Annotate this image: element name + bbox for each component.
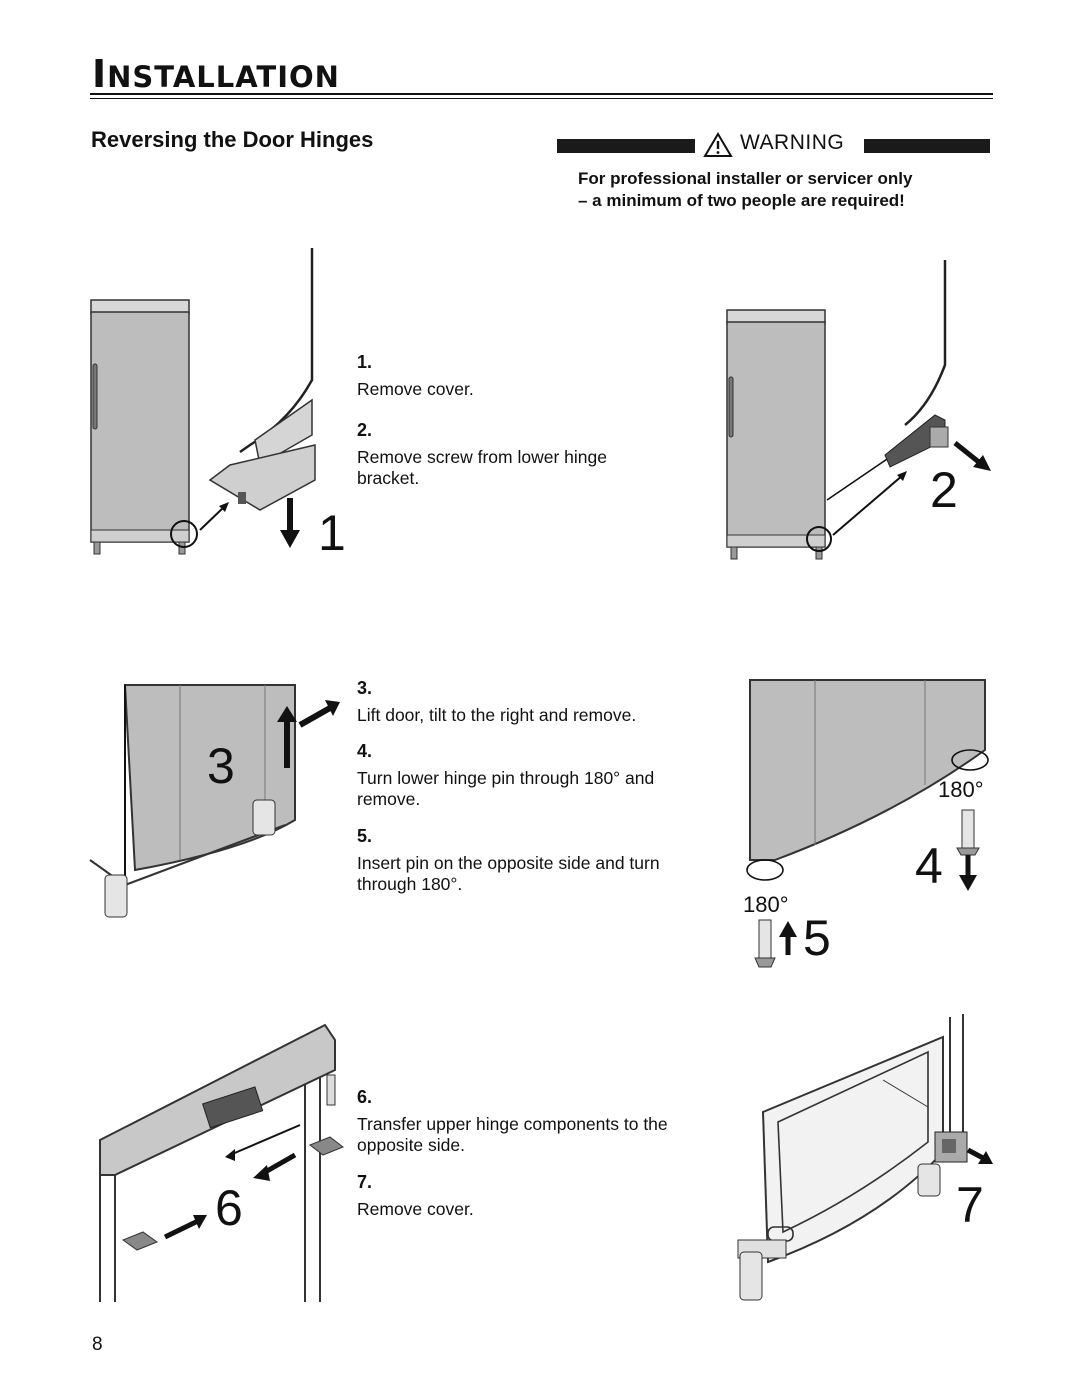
warning-bar-left [557, 139, 695, 153]
step-text: Remove cover. [357, 379, 474, 399]
step-3: 3. Lift door, tilt to the right and remo… [357, 678, 702, 726]
warning-bar: WARNING [557, 131, 990, 157]
warning-note: For professional installer or servicer o… [578, 168, 978, 212]
step-text: Turn lower hinge pin through 180° and re… [357, 768, 655, 809]
step-number: 1. [357, 352, 373, 372]
warning-triangle-icon [703, 132, 733, 158]
step-6: 6. Transfer upper hinge components to th… [357, 1087, 702, 1156]
figure-1-label: 1 [318, 505, 346, 561]
figure-7-remove-cover: 7 [737, 1014, 993, 1301]
step-number: 2. [357, 420, 373, 440]
figure-3-label: 3 [207, 738, 235, 794]
step-number: 5. [357, 826, 373, 846]
step-number: 6. [357, 1087, 373, 1107]
step-text: Remove cover. [357, 1199, 474, 1219]
step-text: Transfer upper hinge components to the o… [357, 1114, 668, 1155]
step-2: 2. Remove screw from lower hinge bracket… [357, 420, 657, 489]
figure-4-5-hinge-pin: 180° 180° 4 5 [743, 679, 989, 968]
step-number: 4. [357, 741, 373, 761]
step-text: Insert pin on the opposite side and turn… [357, 853, 660, 894]
page-number: 8 [92, 1334, 103, 1355]
step-number: 7. [357, 1172, 373, 1192]
warning-note-line2: – a minimum of two people are required! [578, 191, 905, 210]
warning-label: WARNING [740, 131, 845, 154]
section-title: Reversing the Door Hinges [91, 127, 374, 152]
figure-7-label: 7 [956, 1177, 984, 1233]
figure-1-remove-cover: 1 [90, 248, 346, 561]
title-rest: NSTALLATION [107, 60, 340, 94]
figure-5-label: 5 [803, 910, 831, 966]
figure-4-label: 4 [915, 838, 943, 894]
rotation-label-lower: 180° [743, 892, 789, 917]
warning-bar-right [864, 139, 990, 153]
header-rule-thick [90, 93, 993, 95]
step-1: 1. Remove cover. [357, 352, 702, 400]
figure-6-label: 6 [215, 1180, 243, 1236]
step-5: 5. Insert pin on the opposite side and t… [357, 826, 697, 895]
figure-2-label: 2 [930, 462, 958, 518]
figure-3-lift-door: 3 [89, 684, 340, 918]
header-rule-thin [90, 98, 993, 99]
title-initial: I [92, 52, 108, 96]
figure-2-remove-screw: 2 [726, 260, 991, 560]
step-4: 4. Turn lower hinge pin through 180° and… [357, 741, 687, 810]
step-7: 7. Remove cover. [357, 1172, 702, 1220]
step-number: 3. [357, 678, 373, 698]
warning-note-line1: For professional installer or servicer o… [578, 169, 913, 188]
step-text: Lift door, tilt to the right and remove. [357, 705, 637, 725]
step-text: Remove screw from lower hinge bracket. [357, 447, 607, 488]
figure-6-upper-hinge: 6 [99, 1023, 345, 1302]
rotation-label-upper: 180° [938, 777, 984, 802]
page-header-title: INSTALLATION [92, 52, 340, 96]
